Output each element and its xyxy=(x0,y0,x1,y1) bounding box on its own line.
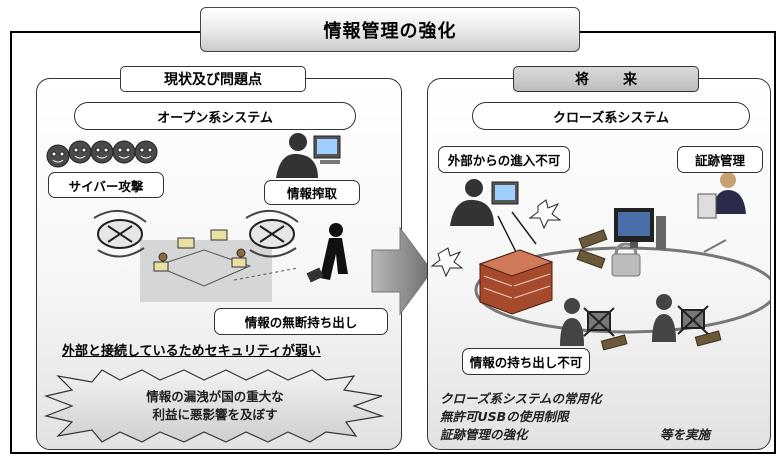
open-system-label: オープン系システム xyxy=(74,102,356,130)
impact-text-line2: 利益に悪影響を及ぼす xyxy=(152,407,278,422)
future-header: 将来 xyxy=(513,66,699,92)
no-takeout-label: 情報の持ち出し不可 xyxy=(462,348,590,375)
measure-item: 証跡管理の強化 xyxy=(440,427,528,442)
user-icon xyxy=(697,172,746,219)
transition-arrow xyxy=(371,226,433,316)
closed-system-label: クローズ系システム xyxy=(472,102,750,130)
measure-item: 無許可USBの使用制限 xyxy=(440,409,569,424)
network-icon xyxy=(153,229,252,287)
page-title: 情報管理の強化 xyxy=(200,7,580,52)
closed-system-illustration xyxy=(430,172,770,351)
impact-burst xyxy=(43,369,385,443)
lock-icon xyxy=(611,242,641,277)
cyber-attack-label: サイバー攻撃 xyxy=(48,172,164,198)
info-theft-label: 情報搾取 xyxy=(264,180,360,205)
open-system-illustration xyxy=(46,133,348,302)
virus-monster-icon xyxy=(46,140,158,168)
closed-network-ring xyxy=(474,246,770,334)
measure-item: クローズ系システムの常用化 xyxy=(440,391,602,406)
usb-device-icon xyxy=(576,229,608,269)
evidence-management-label: 証跡管理 xyxy=(677,146,763,173)
weakness-text: 外部と接続しているためセキュリティが弱い xyxy=(62,344,321,359)
router-icon xyxy=(93,210,147,258)
blocked-spark-icon xyxy=(430,199,562,278)
blocked-device-icon xyxy=(583,305,709,337)
unauthorized-takeout-label: 情報の無断持ち出し xyxy=(214,308,388,335)
hacker-icon xyxy=(450,179,519,226)
impact-text-line1: 情報の漏洩が国の重大な xyxy=(146,389,284,404)
router-icon xyxy=(245,210,299,258)
hacker-icon xyxy=(276,133,341,178)
walking-person-icon xyxy=(306,223,348,283)
user-icon xyxy=(560,298,584,346)
usb-device-icon xyxy=(600,330,722,351)
user-icon xyxy=(652,294,676,342)
current-state-header: 現状及び問題点 xyxy=(120,66,306,92)
no-external-entry-label: 外部からの進入不可 xyxy=(438,146,570,173)
trail-dots xyxy=(233,267,299,281)
firewall-icon xyxy=(478,249,554,315)
computer-icon xyxy=(614,208,666,250)
measures-suffix: 等を実施 xyxy=(660,427,711,442)
